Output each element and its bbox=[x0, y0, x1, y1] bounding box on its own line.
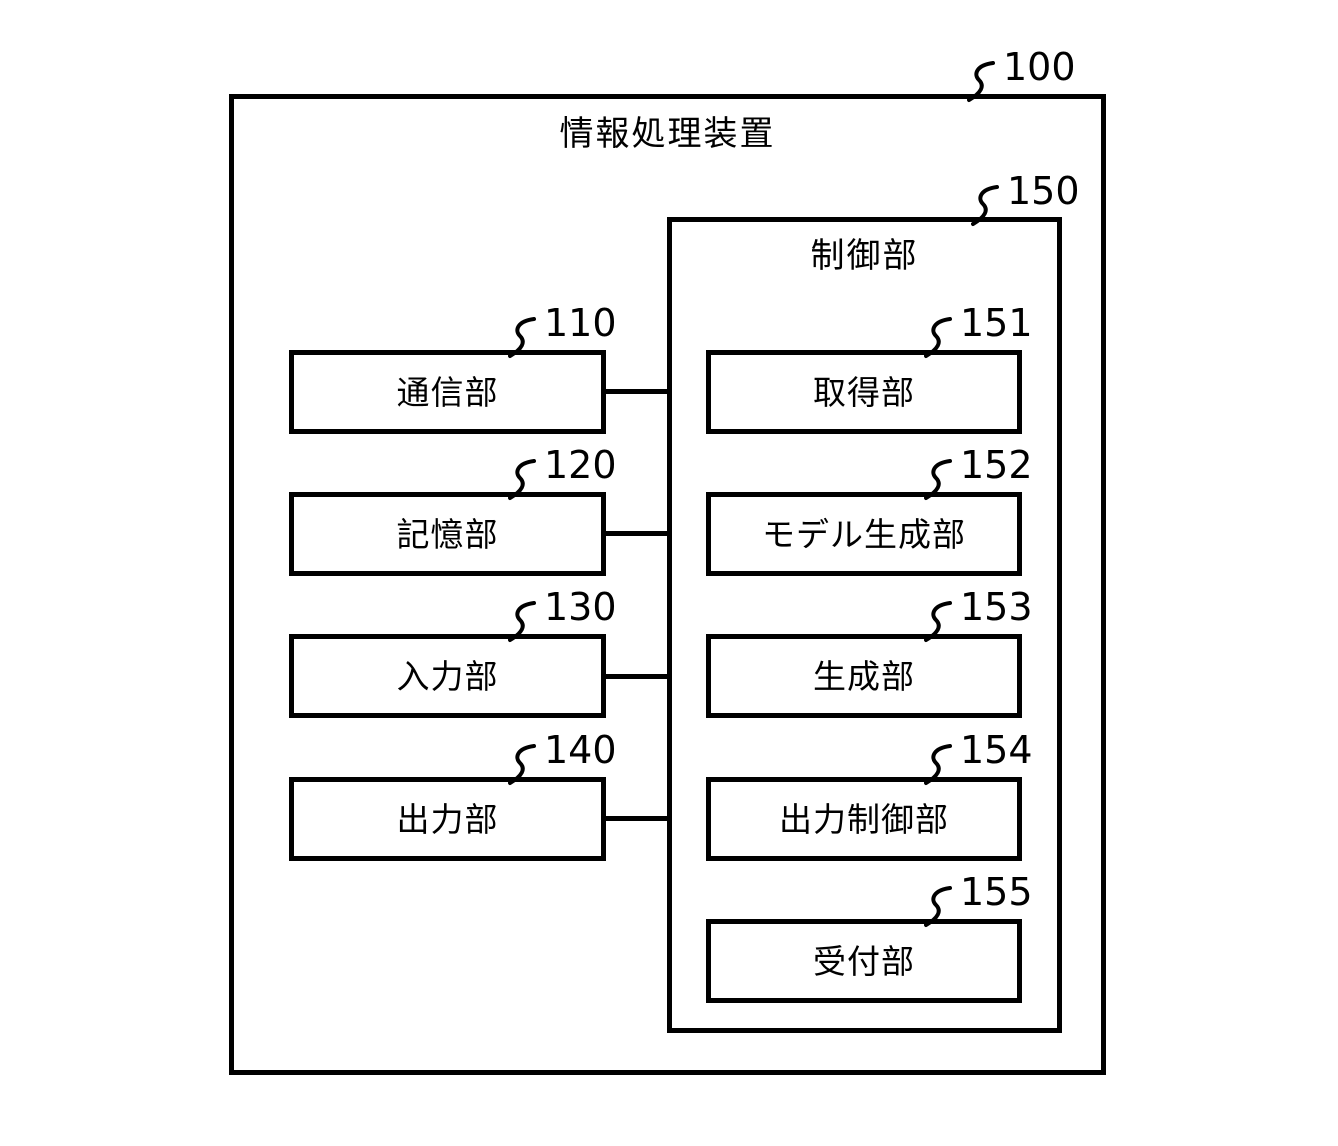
reference-numeral-150: 150 bbox=[971, 172, 1101, 238]
reference-numeral-140-text: 140 bbox=[544, 728, 617, 772]
communication-unit-label: 通信部 bbox=[396, 372, 499, 412]
reference-numeral-150-text: 150 bbox=[1007, 169, 1080, 213]
reference-numeral-100: 100 bbox=[967, 48, 1097, 114]
connector-communication-to-control bbox=[601, 389, 671, 394]
leader-hook-icon bbox=[508, 744, 536, 785]
output-control-unit-label: 出力制御部 bbox=[779, 799, 949, 839]
leader-hook-icon bbox=[508, 317, 536, 358]
reception-unit-box[interactable]: 受付部 bbox=[706, 919, 1022, 1003]
leader-hook-icon bbox=[508, 459, 536, 500]
generation-unit-label: 生成部 bbox=[813, 656, 915, 696]
reference-numeral-153-text: 153 bbox=[960, 585, 1033, 629]
connector-input-to-control bbox=[601, 674, 671, 679]
output-unit-box[interactable]: 出力部 bbox=[289, 777, 606, 861]
reference-numeral-151: 151 bbox=[924, 304, 1054, 370]
reference-numeral-152-text: 152 bbox=[960, 443, 1033, 487]
leader-hook-icon bbox=[924, 459, 952, 500]
reference-numeral-120: 120 bbox=[508, 446, 638, 512]
leader-hook-icon bbox=[924, 601, 952, 642]
leader-hook-icon bbox=[924, 886, 952, 927]
reference-numeral-140: 140 bbox=[508, 731, 638, 797]
generation-unit-box[interactable]: 生成部 bbox=[706, 634, 1022, 718]
model-generation-unit-label: モデル生成部 bbox=[762, 514, 966, 554]
control-unit-title: 制御部 bbox=[810, 236, 919, 276]
reference-numeral-154-text: 154 bbox=[960, 728, 1033, 772]
communication-unit-box[interactable]: 通信部 bbox=[289, 350, 606, 434]
reference-numeral-110: 110 bbox=[508, 304, 638, 370]
leader-hook-icon bbox=[967, 61, 995, 102]
model-generation-unit-box[interactable]: モデル生成部 bbox=[706, 492, 1022, 576]
reference-numeral-151-text: 151 bbox=[960, 301, 1033, 345]
reference-numeral-155: 155 bbox=[924, 873, 1054, 939]
acquisition-unit-box[interactable]: 取得部 bbox=[706, 350, 1022, 434]
leader-hook-icon bbox=[924, 744, 952, 785]
reference-numeral-155-text: 155 bbox=[960, 870, 1033, 914]
reference-numeral-130-text: 130 bbox=[544, 585, 617, 629]
leader-hook-icon bbox=[971, 185, 999, 226]
storage-unit-box[interactable]: 記憶部 bbox=[289, 492, 606, 576]
leader-hook-icon bbox=[508, 601, 536, 642]
connector-storage-to-control bbox=[601, 531, 671, 536]
information-processing-device-title: 情報処理装置 bbox=[559, 114, 776, 154]
connector-output-to-control bbox=[601, 816, 671, 821]
output-unit-label: 出力部 bbox=[396, 799, 499, 839]
reference-numeral-110-text: 110 bbox=[544, 301, 617, 345]
reference-numeral-100-text: 100 bbox=[1003, 45, 1076, 89]
reference-numeral-130: 130 bbox=[508, 588, 638, 654]
reception-unit-label: 受付部 bbox=[813, 941, 915, 981]
acquisition-unit-label: 取得部 bbox=[813, 372, 915, 412]
reference-numeral-152: 152 bbox=[924, 446, 1054, 512]
input-unit-label: 入力部 bbox=[396, 656, 499, 696]
output-control-unit-box[interactable]: 出力制御部 bbox=[706, 777, 1022, 861]
reference-numeral-153: 153 bbox=[924, 588, 1054, 654]
input-unit-box[interactable]: 入力部 bbox=[289, 634, 606, 718]
storage-unit-label: 記憶部 bbox=[396, 514, 499, 554]
leader-hook-icon bbox=[924, 317, 952, 358]
reference-numeral-154: 154 bbox=[924, 731, 1054, 797]
reference-numeral-120-text: 120 bbox=[544, 443, 617, 487]
